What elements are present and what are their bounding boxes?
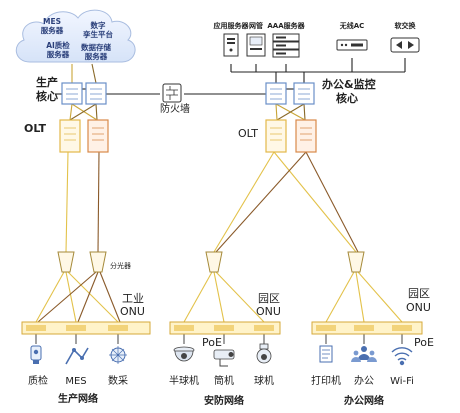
wifi-icon xyxy=(391,347,413,366)
splitter-label: 分光器 xyxy=(110,261,131,270)
aaa-server-label: AAA服务器 xyxy=(267,21,305,30)
industrial-onu-label-1: 工业 xyxy=(122,292,144,305)
cloud-twin-line1: 数字 xyxy=(91,20,106,30)
device-label-office: 办公 xyxy=(354,374,374,387)
app-server-label: 应用服务器 xyxy=(214,21,250,30)
cloud-mes-line2: 服务器 xyxy=(41,25,64,35)
wlan-ac-icon xyxy=(336,39,368,51)
poe-label-1: PoE xyxy=(202,336,222,349)
data-collection-icon xyxy=(109,346,127,364)
onu-bars xyxy=(21,321,423,335)
end-devices xyxy=(30,343,413,367)
dome-camera-icon xyxy=(173,346,195,362)
device-label-ball-cam: 球机 xyxy=(254,374,274,387)
office-olts xyxy=(265,119,317,153)
production-olts xyxy=(59,119,109,153)
server-cloud: MES 服务器 数字 孪生平台 AI质检 服务器 数据存储 服务器 xyxy=(15,9,136,63)
office-users-icon xyxy=(351,346,377,362)
firewall-icon xyxy=(162,83,182,103)
poe-label-2: PoE xyxy=(414,336,434,349)
mes-device-icon xyxy=(65,347,89,365)
device-label-bullet-cam: 筒机 xyxy=(214,374,234,387)
app-server-icon xyxy=(223,33,239,57)
prod-core-label-1: 生产 xyxy=(36,75,58,89)
production-core-switches xyxy=(61,82,107,105)
device-label-dome-cam: 半球机 xyxy=(169,374,199,387)
prod-olt-label: OLT xyxy=(24,122,47,135)
office-core-label-1: 办公&监控 xyxy=(322,77,376,91)
cloud-mes-line1: MES xyxy=(43,17,61,26)
softswitch-label: 软交换 xyxy=(395,21,417,30)
device-label-printer: 打印机 xyxy=(311,374,341,387)
device-label-collect: 数采 xyxy=(108,374,128,387)
bullet-camera-icon xyxy=(213,349,235,367)
printer-icon xyxy=(319,345,333,363)
prod-core-label-2: 核心 xyxy=(36,89,58,103)
device-label-quality: 质检 xyxy=(28,374,48,387)
softswitch-icon xyxy=(390,37,420,53)
cloud-ai-line2: 服务器 xyxy=(47,49,70,59)
device-label-mes: MES xyxy=(65,376,86,387)
netmgmt-server-icon xyxy=(246,33,266,57)
wlan-ac-label: 无线AC xyxy=(339,21,365,30)
splitters xyxy=(57,251,365,273)
cloud-storage-line2: 服务器 xyxy=(85,51,108,61)
office-olt-label: OLT xyxy=(238,127,258,140)
office-core-switches xyxy=(265,82,315,105)
campus-onu-1-label-1: 园区 xyxy=(258,292,280,305)
office-network-label: 办公网络 xyxy=(344,394,384,407)
campus-onu-2-label-1: 园区 xyxy=(408,287,430,300)
industrial-onu-label-2: ONU xyxy=(120,305,145,318)
quality-inspection-icon xyxy=(30,345,42,364)
campus-onu-2-label-2: ONU xyxy=(406,301,431,314)
production-network-label: 生产网络 xyxy=(58,392,98,405)
campus-onu-1-label-2: ONU xyxy=(256,305,281,318)
server-row: 应用服务器 网管 AAA服务器 无线AC 软交换 xyxy=(214,21,420,58)
office-core-label-2: 核心 xyxy=(336,91,358,105)
cloud-storage-line1: 数据存储 xyxy=(81,42,111,52)
device-label-wifi: Wi-Fi xyxy=(390,376,414,387)
firewall-label: 防火墙 xyxy=(160,102,190,115)
ball-camera-icon xyxy=(256,343,272,364)
cloud-twin-line2: 孪生平台 xyxy=(83,29,113,39)
cloud-ai-line1: AI质检 xyxy=(46,40,70,50)
security-network-label: 安防网络 xyxy=(204,394,244,407)
connection-lines xyxy=(35,58,406,344)
netmgmt-label: 网管 xyxy=(249,21,263,30)
aaa-server-icon xyxy=(272,33,300,58)
